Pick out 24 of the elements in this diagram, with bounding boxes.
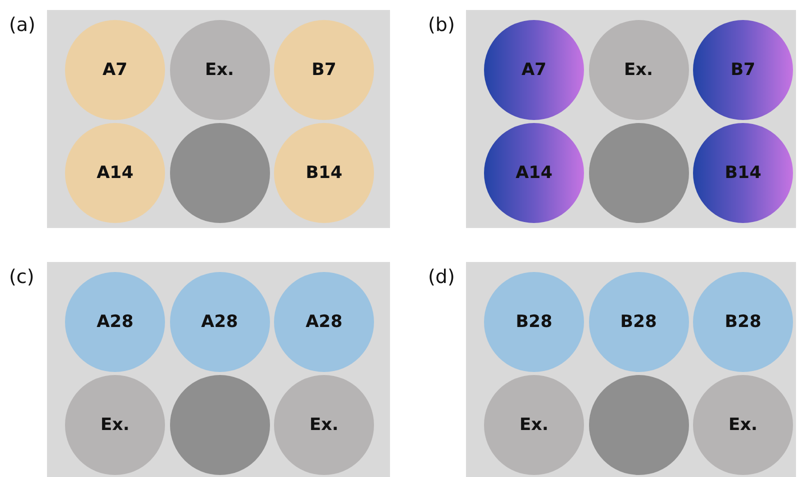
well-label: A14 — [96, 163, 134, 183]
panel-label: (a) — [9, 14, 36, 36]
well-label: A14 — [516, 163, 552, 183]
well-label: Ex. — [204, 60, 234, 80]
well-label: Ex. — [100, 415, 130, 435]
panel-label: (b) — [428, 14, 455, 36]
well-label: Ex. — [309, 415, 339, 435]
well-label: A28 — [201, 312, 238, 332]
well-label: B28 — [620, 312, 657, 332]
well-label: A28 — [306, 312, 342, 332]
well-label: A7 — [102, 60, 128, 80]
well-label: B7 — [730, 60, 756, 80]
well-label: B7 — [312, 60, 336, 80]
well-label: B14 — [724, 163, 762, 183]
well-label: B14 — [306, 163, 342, 183]
well-label: B28 — [516, 312, 552, 332]
panel-label: (d) — [428, 266, 455, 288]
well-label: A28 — [96, 312, 134, 332]
well-label: A7 — [522, 60, 546, 80]
well-label: Ex. — [728, 415, 758, 435]
well-label: B28 — [724, 312, 762, 332]
well-label: Ex. — [624, 60, 654, 80]
panel-label: (c) — [9, 266, 34, 288]
well-label: Ex. — [519, 415, 549, 435]
